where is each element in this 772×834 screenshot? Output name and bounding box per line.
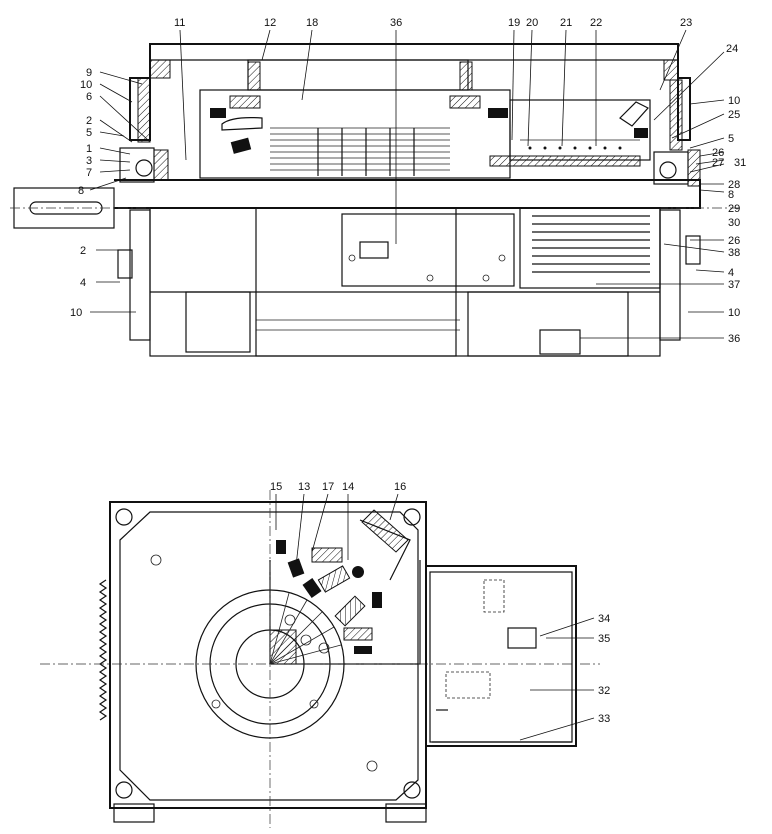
callout: 11	[174, 17, 185, 29]
callout: 36	[728, 333, 740, 345]
callout: 16	[394, 481, 406, 493]
callout: 34	[598, 613, 610, 625]
callout: 7	[86, 167, 92, 179]
callout: 12	[264, 17, 276, 29]
brush-holders	[276, 540, 382, 654]
callout: 20	[526, 17, 538, 29]
callout: 1	[86, 143, 92, 155]
callout: 10	[70, 307, 82, 319]
end-callouts: 15 13 17 14 16 34 35 32 33	[270, 481, 610, 725]
callout: 28	[728, 179, 740, 191]
callout: 18	[306, 17, 318, 29]
callout: 27	[712, 157, 724, 169]
callout: 2	[80, 245, 86, 257]
callout: 2	[86, 115, 92, 127]
callout: 22	[590, 17, 602, 29]
callout: 31	[734, 157, 746, 169]
callout: 32	[598, 685, 610, 697]
side-section-view	[10, 43, 740, 357]
callout: 36	[390, 17, 402, 29]
callout: 8	[78, 185, 84, 197]
callout: 25	[728, 109, 740, 121]
callout: 26	[728, 235, 740, 247]
callout: 9	[86, 67, 92, 79]
callout: 30	[728, 217, 740, 229]
callout: 8	[728, 189, 734, 201]
callout: 4	[80, 277, 86, 289]
callout: 29	[728, 203, 740, 215]
callout: 10	[80, 79, 92, 91]
callout: 3	[86, 155, 92, 167]
callout: 24	[726, 43, 738, 55]
brush-dots	[528, 146, 622, 150]
callout: 23	[680, 17, 692, 29]
callout: 26	[712, 147, 724, 159]
end-view	[40, 490, 600, 828]
callout: 5	[728, 133, 734, 145]
callout: 10	[728, 95, 740, 107]
callout: 5	[86, 127, 92, 139]
louvers	[532, 215, 650, 273]
side-callouts: 11 12 18 36 19 20 21 22 23 24 9 10 6 2 5…	[70, 17, 746, 345]
callout: 13	[298, 481, 310, 493]
callout: 10	[728, 307, 740, 319]
core-laminations	[270, 127, 450, 176]
callout: 14	[342, 481, 354, 493]
side-leaders	[89, 29, 725, 339]
commutator-segments	[269, 590, 344, 665]
callout: 17	[322, 481, 334, 493]
callout: 6	[86, 91, 92, 103]
callout: 19	[508, 17, 520, 29]
callout: 21	[560, 17, 572, 29]
callout: 4	[728, 267, 734, 279]
callout: 37	[728, 279, 740, 291]
callout: 33	[598, 713, 610, 725]
callout: 38	[728, 247, 740, 259]
callout: 15	[270, 481, 282, 493]
end-leaders	[275, 493, 595, 741]
callout: 35	[598, 633, 610, 645]
